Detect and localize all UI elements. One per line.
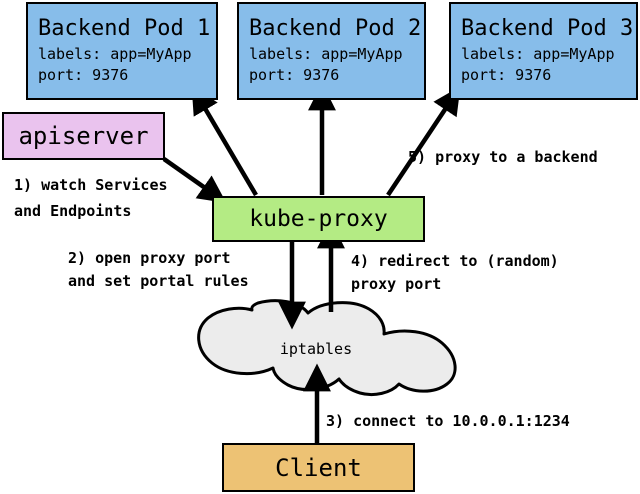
pod-2-title: Backend Pod 2 [249,16,422,41]
arrow-kubeproxy-to-pod1 [191,85,258,197]
step-2-label-line-1: 2) open proxy port [68,249,231,267]
apiserver-node[interactable]: apiserver [2,112,165,160]
pod-1-labels: labels: app=MyApp [38,45,192,63]
pod-1-port: port: 9376 [38,66,129,84]
step-1-label-line-1: 1) watch Services [14,176,168,194]
pod-3-labels: labels: app=MyApp [461,45,615,63]
pod-2-labels: labels: app=MyApp [249,45,403,63]
step-4-label-line-1: 4) redirect to (random) [351,252,559,270]
client-node[interactable]: Client [222,443,415,492]
backend-pod-1[interactable]: Backend Pod 1 labels: app=MyApp port: 93… [26,2,218,100]
pod-2-port: port: 9376 [249,66,340,84]
pod-3-title: Backend Pod 3 [461,16,634,41]
pod-3-port: port: 9376 [461,66,552,84]
kube-proxy-node[interactable]: kube-proxy [212,196,425,242]
pod-1-title: Backend Pod 1 [38,16,211,41]
kube-proxy-label: kube-proxy [249,206,388,232]
step-2-label-line-2: and set portal rules [68,272,249,290]
step-3-label: 3) connect to 10.0.0.1:1234 [326,412,570,430]
arrow-apiserver-to-kubeproxy [162,157,227,203]
backend-pod-2[interactable]: Backend Pod 2 labels: app=MyApp port: 93… [237,2,426,100]
iptables-label: iptables [279,340,353,358]
client-label: Client [275,453,362,482]
step-5-label: 5) proxy to a backend [408,148,598,166]
step-4-label-line-2: proxy port [351,275,442,293]
apiserver-label: apiserver [18,122,149,150]
backend-pod-3[interactable]: Backend Pod 3 labels: app=MyApp port: 93… [449,2,638,100]
step-1-label-line-2: and Endpoints [14,202,132,220]
